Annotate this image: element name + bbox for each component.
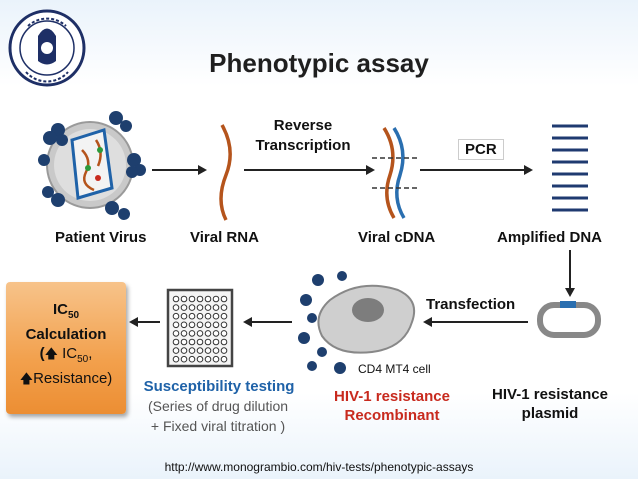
viral-cdna-label: Viral cDNA: [358, 229, 436, 246]
microplate-well: [196, 338, 204, 346]
viral-cdna-strands: [372, 127, 420, 219]
microplate-well: [204, 355, 212, 363]
plasmid-label-line2: plasmid: [521, 405, 579, 422]
microplate-well: [220, 312, 228, 320]
microplate-well: [220, 347, 228, 354]
microplate-well: [172, 312, 180, 320]
recombinant-virus-particles: [298, 271, 347, 374]
microplate-well: [196, 304, 204, 311]
microplate-well: [196, 355, 204, 363]
microplate-well: [196, 330, 204, 337]
reverse-transcription-label-line2: Transcription: [255, 137, 351, 154]
microplate-well: [220, 355, 228, 363]
page-title: Phenotypic assay: [209, 48, 429, 78]
microplate-well: [172, 330, 180, 337]
plasmid-icon: [537, 301, 601, 338]
microplate-well: [204, 330, 212, 337]
microplate-well: [188, 312, 196, 320]
microplate-well: [204, 338, 212, 346]
microplate-well: [180, 304, 188, 311]
microplate-well: [188, 355, 196, 363]
microplate-well: [196, 347, 204, 354]
microplate-well: [172, 295, 180, 303]
microplate-well: [172, 321, 180, 329]
microplate-well: [196, 295, 204, 303]
microplate-well: [188, 304, 196, 311]
microplate-wells: [172, 295, 228, 363]
microplate-well: [196, 321, 204, 329]
recombinant-label-line1: HIV-1 resistance: [334, 388, 450, 405]
microplate-well: [204, 347, 212, 354]
microplate-well: [204, 304, 212, 311]
calculation-label: Calculation: [25, 326, 107, 343]
plasmid-label-line1: HIV-1 resistance: [492, 386, 608, 403]
virus-spikes: [38, 111, 146, 220]
microplate-well: [172, 347, 180, 354]
microplate-well: [188, 330, 196, 337]
microplate-well: [212, 295, 220, 303]
transfection-label: Transfection: [426, 296, 516, 313]
patient-virus-label: Patient Virus: [55, 229, 147, 246]
microplate-well: [212, 347, 220, 354]
cd4-cell-label: CD4 MT4 cell: [358, 362, 431, 376]
microplate-well: [212, 355, 220, 363]
reverse-transcription-label-line1: Reverse: [273, 117, 333, 134]
microplate-well: [220, 321, 228, 329]
microplate-well: [204, 321, 212, 329]
microplate-well: [204, 312, 212, 320]
cd4-cell-icon: [317, 284, 416, 354]
viral-rna-label: Viral RNA: [190, 229, 259, 246]
microplate-well: [220, 295, 228, 303]
ic50-calculation-box: [6, 282, 126, 414]
pcr-label: PCR: [458, 139, 504, 160]
microplate-well: [220, 330, 228, 337]
microplate-well: [180, 295, 188, 303]
microplate-well: [180, 338, 188, 346]
susceptibility-testing-line1: (Series of drug dilution: [147, 398, 289, 414]
microplate-well: [180, 321, 188, 329]
microplate-well: [212, 304, 220, 311]
microplate-well: [188, 321, 196, 329]
microplate-well: [172, 355, 180, 363]
microplate-well: [188, 338, 196, 346]
microplate-well: [196, 312, 204, 320]
up-arrow-icon: 🡅: [44, 346, 58, 361]
university-seal-logo: [8, 9, 86, 87]
microplate-well: [212, 330, 220, 337]
amplified-dna-label: Amplified DNA: [497, 229, 602, 246]
microplate-well: [220, 304, 228, 311]
microplate-well: [180, 347, 188, 354]
ic50-calculation-text: IC50 Calculation (🡅 IC50, 🡅Resistance): [6, 300, 126, 388]
susceptibility-testing-line2: + Fixed viral titration ): [150, 418, 286, 434]
resistance-label: Resistance): [33, 370, 113, 387]
ic50-title: IC: [52, 301, 68, 318]
susceptibility-testing-title: Susceptibility testing: [143, 378, 295, 395]
amplified-dna-bands: [552, 124, 588, 212]
microplate-well: [212, 338, 220, 346]
microplate-well: [188, 295, 196, 303]
microplate-well: [180, 312, 188, 320]
up-arrow-icon: 🡅: [19, 371, 34, 386]
microplate-well: [204, 295, 212, 303]
microplate-well: [180, 330, 188, 337]
microplate-well: [172, 304, 180, 311]
viral-rna-strand: [219, 124, 232, 221]
microplate-well: [220, 338, 228, 346]
microplate-well: [180, 355, 188, 363]
microplate-well: [188, 347, 196, 354]
microplate-well: [172, 338, 180, 346]
recombinant-label-line2: Recombinant: [344, 407, 440, 424]
microplate-well: [212, 312, 220, 320]
source-url: http://www.monogrambio.com/hiv-tests/phe…: [164, 460, 474, 474]
microplate-well: [212, 321, 220, 329]
